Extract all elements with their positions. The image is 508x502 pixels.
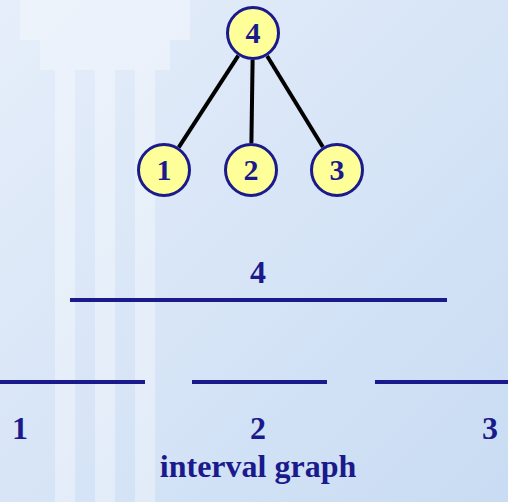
tree-node-circle: 1 <box>137 143 191 197</box>
interval-label: 3 <box>482 412 498 444</box>
tree-node-circle: 3 <box>310 143 364 197</box>
interval-label: 2 <box>250 412 266 444</box>
diagram-caption-text: interval graph <box>160 450 356 482</box>
tree-edge <box>251 60 252 143</box>
tree-node-circle: 4 <box>226 6 280 60</box>
tree-edge <box>179 56 239 148</box>
node-number: 4 <box>226 6 280 60</box>
interval-bar <box>0 380 145 384</box>
column-illustration <box>20 0 190 502</box>
interval-label: 4 <box>250 256 266 288</box>
interval-bar <box>70 298 447 302</box>
node-number: 1 <box>137 143 191 197</box>
tree-edge <box>267 56 323 147</box>
interval-bar <box>375 380 508 384</box>
interval-bar <box>192 380 327 384</box>
node-number: 3 <box>310 143 364 197</box>
interval-bars <box>0 300 508 382</box>
tree-node-circle: 2 <box>224 143 278 197</box>
interval-label: 1 <box>12 412 28 444</box>
node-number: 2 <box>224 143 278 197</box>
